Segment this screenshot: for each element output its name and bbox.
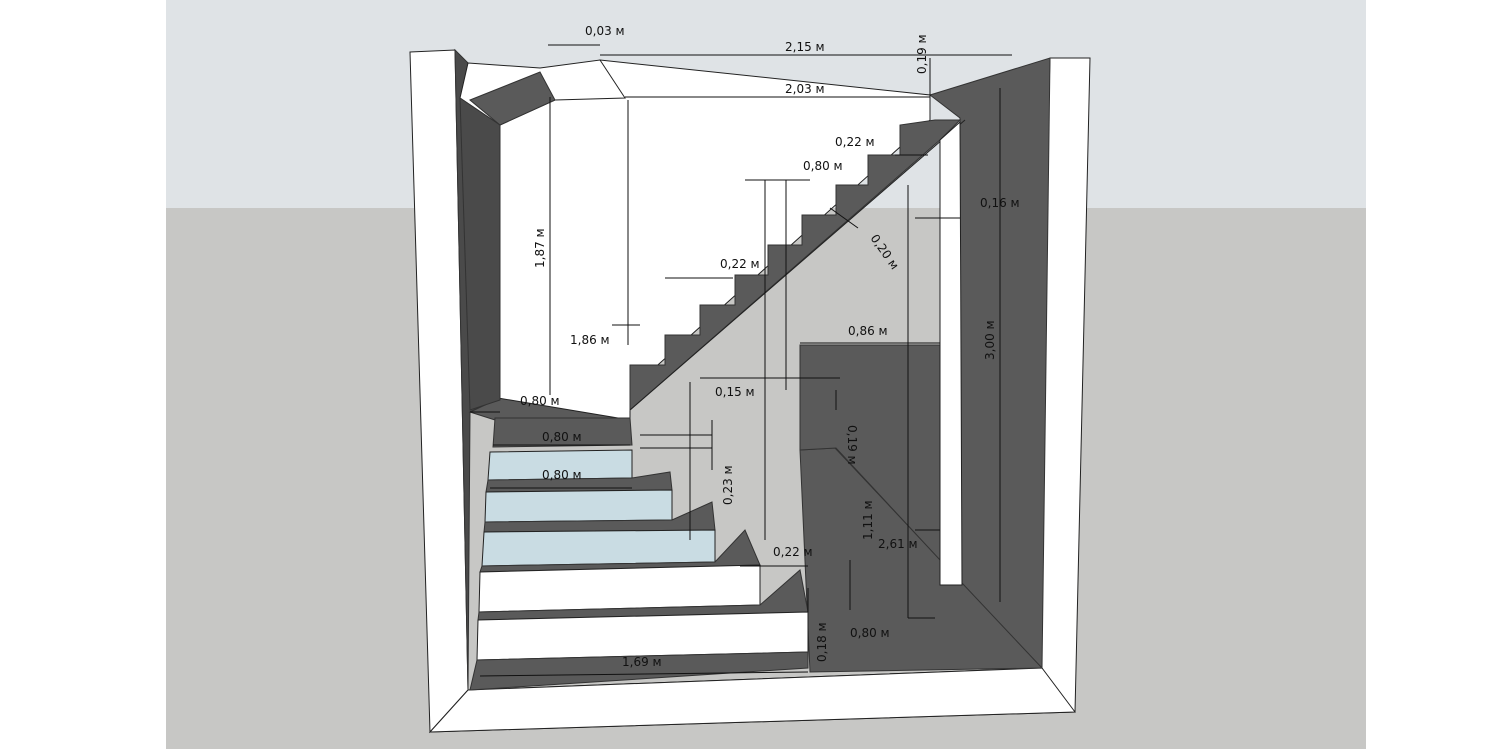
right-post bbox=[939, 120, 963, 586]
step-8-top bbox=[492, 417, 633, 448]
label-203: 2,03 м bbox=[785, 82, 825, 96]
stringer-line bbox=[629, 119, 966, 411]
upper-flight bbox=[629, 119, 962, 412]
label-003: 0,03 м bbox=[585, 24, 625, 38]
label-022-mid: 0,22 м bbox=[720, 257, 760, 271]
step-6-top bbox=[483, 501, 716, 533]
label-215: 2,15 м bbox=[785, 40, 825, 54]
label-022-low: 0,22 м bbox=[773, 545, 813, 559]
label-187: 1,87 м bbox=[533, 228, 547, 268]
label-020: 0,20 м bbox=[868, 232, 902, 272]
label-261: 2,61 м bbox=[878, 537, 918, 551]
dimline-169 bbox=[479, 671, 809, 677]
label-080-landing: 0,80 м bbox=[520, 394, 560, 408]
label-019-mid: 0,19 м bbox=[845, 425, 859, 465]
label-080-top: 0,80 м bbox=[803, 159, 843, 173]
label-080-bottom: 0,80 м bbox=[850, 626, 890, 640]
step-7-top bbox=[485, 471, 673, 493]
label-016: 0,16 м bbox=[980, 196, 1020, 210]
top-slab-underside bbox=[469, 71, 556, 126]
label-019-top: 0,19 м bbox=[915, 34, 929, 74]
dimline-020 bbox=[829, 207, 859, 229]
label-080-step1: 0,80 м bbox=[542, 430, 582, 444]
under-stair-shadow bbox=[799, 344, 941, 562]
label-186: 1,86 м bbox=[570, 333, 610, 347]
label-015: 0,15 м bbox=[715, 385, 755, 399]
label-080-step2: 0,80 м bbox=[542, 468, 582, 482]
step-4-top bbox=[479, 529, 761, 573]
step-bottom bbox=[469, 651, 809, 691]
label-169: 1,69 м bbox=[622, 655, 662, 669]
top-slab-shadow bbox=[459, 97, 501, 411]
label-111: 1,11 м bbox=[861, 500, 875, 540]
label-300: 3,00 м bbox=[983, 320, 997, 360]
label-086: 0,86 м bbox=[848, 324, 888, 338]
label-018: 0,18 м bbox=[815, 622, 829, 662]
step-3-top bbox=[477, 569, 809, 621]
label-023: 0,23 м bbox=[721, 465, 735, 505]
label-022-top: 0,22 м bbox=[835, 135, 875, 149]
